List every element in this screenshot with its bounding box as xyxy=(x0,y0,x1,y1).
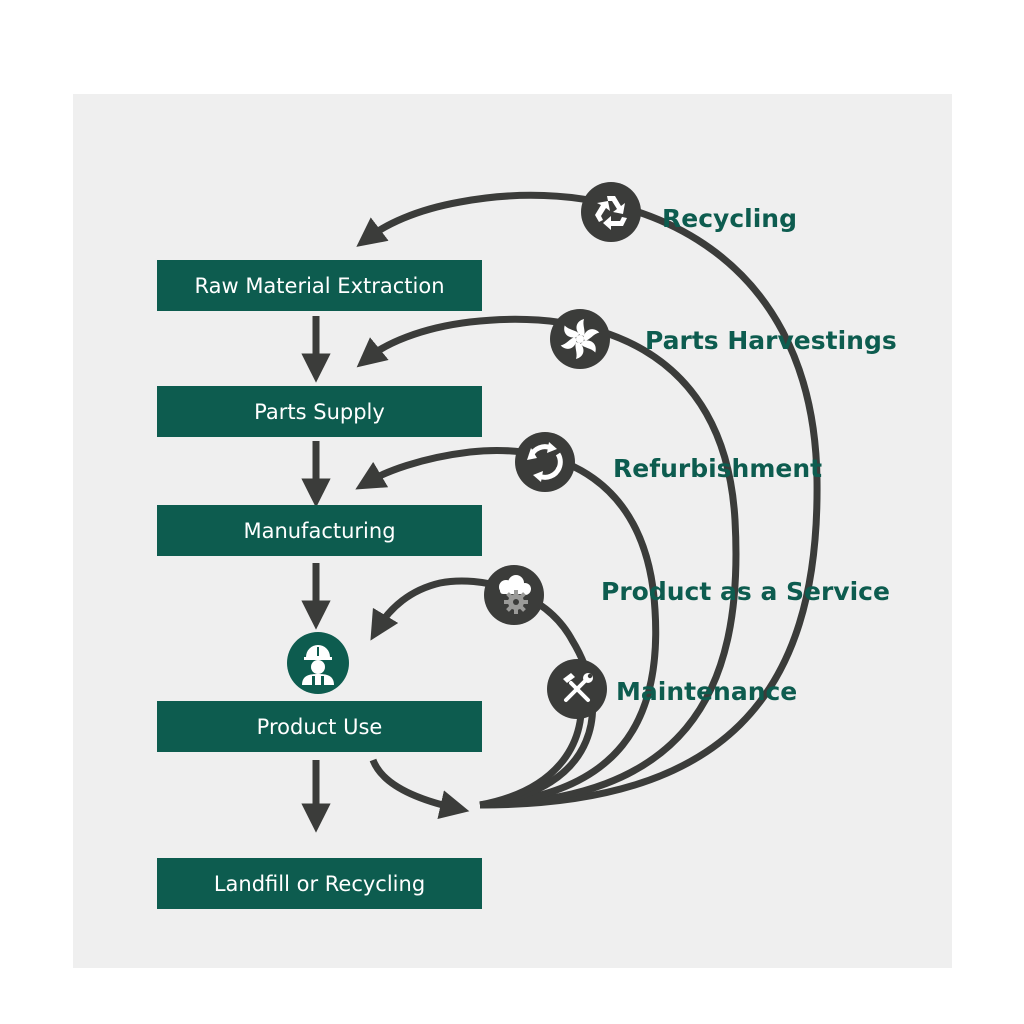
loop-arc-refurb xyxy=(355,447,660,809)
loop-label-recycling: Recycling xyxy=(662,204,797,233)
worker-hardhat-icon xyxy=(287,632,349,694)
stage-manufacturing: Manufacturing xyxy=(157,505,482,556)
loop-label-parts-harvestings: Parts Harvestings xyxy=(645,326,897,355)
arrow-use-exit xyxy=(369,758,470,820)
loop-arc-paas xyxy=(370,577,596,809)
cloud-gear-icon xyxy=(484,565,544,625)
loop-label-product-as-a-service: Product as a Service xyxy=(601,577,890,606)
circular-arrows-icon xyxy=(515,432,575,492)
loop-arc-harvest xyxy=(356,315,740,809)
stage-product-use: Product Use xyxy=(157,701,482,752)
stage-raw-material-extraction: Raw Material Extraction xyxy=(157,260,482,311)
stage-parts-supply: Parts Supply xyxy=(157,386,482,437)
loop-arc-recycling xyxy=(356,191,821,809)
wrench-hammer-icon xyxy=(547,659,607,719)
loop-label-refurbishment: Refurbishment xyxy=(613,454,823,483)
recycle-icon xyxy=(581,182,641,242)
loop-label-maintenance: Maintenance xyxy=(616,677,798,706)
turbine-icon xyxy=(550,309,610,369)
stage-landfill-or-recycling: Landfill or Recycling xyxy=(157,858,482,909)
